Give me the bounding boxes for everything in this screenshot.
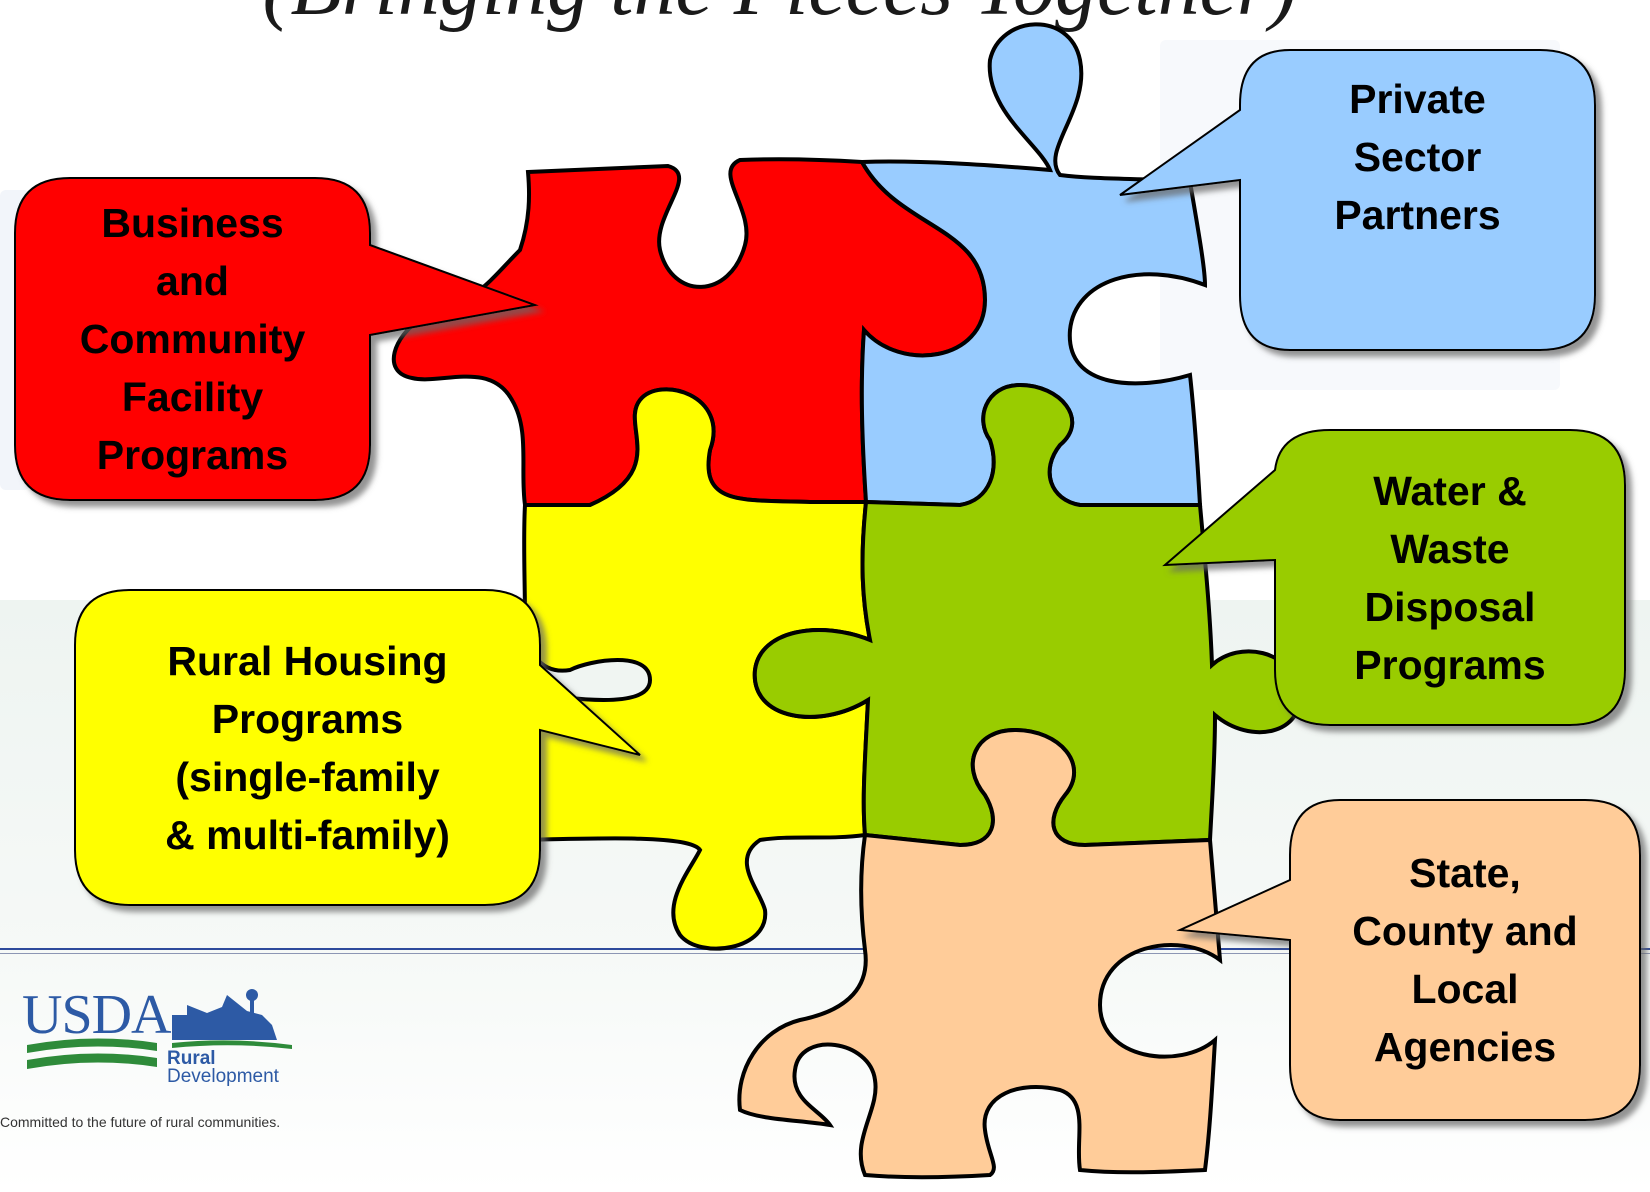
callout-state: [1176, 799, 1641, 1121]
footer-rule: [0, 948, 1650, 950]
puzzle-piece-peach: [737, 727, 1223, 1180]
callout-housing: [74, 589, 641, 906]
callout-private: [1119, 49, 1596, 351]
logo-usda-text: USDA: [22, 984, 171, 1046]
page-title: (Bringing the Pieces Together): [0, 0, 1650, 35]
callout-state-label: State, County and Local Agencies: [1352, 850, 1578, 1070]
callout-water-label: Water & Waste Disposal Programs: [1354, 467, 1546, 688]
callout-business: [14, 177, 539, 501]
puzzle-piece-blue: [858, 22, 1208, 508]
footer-rule-thin: [0, 953, 1650, 954]
callout-water: [1162, 429, 1626, 726]
callout-private-label: Private Sector Partners: [1334, 76, 1501, 238]
callout-business-label: Business and Community Facility Programs: [79, 200, 306, 478]
puzzle-piece-yellow: [517, 387, 873, 951]
footer-tagline: Committed to the future of rural communi…: [0, 1114, 281, 1130]
callout-housing-label: Rural Housing Programs (single-family & …: [165, 637, 450, 858]
